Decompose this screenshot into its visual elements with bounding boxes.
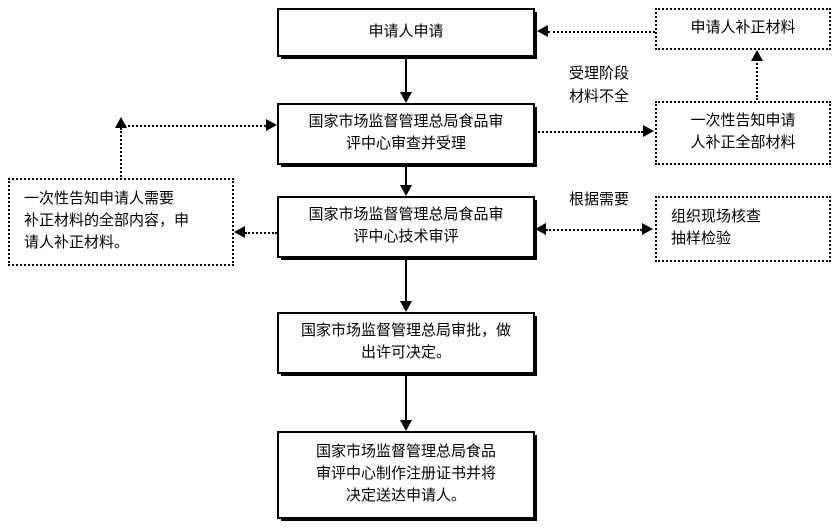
arrowhead-notifydetail-up	[115, 117, 127, 128]
edge-label-incomplete-materials: 受理阶段 材料不全	[568, 66, 629, 105]
arrowhead-supplement-to-apply	[537, 25, 548, 37]
node-one-time-notify-all[interactable]: 一次性告知申请 人补正全部材料	[655, 101, 831, 165]
edge-label-as-needed: 根据需要	[568, 192, 629, 208]
node-one-time-notify-all-label: 一次性告知申请 人补正全部材料	[690, 113, 796, 151]
connector-apply-to-review	[405, 57, 407, 92]
node-applicant-apply-label: 申请人申请	[368, 23, 444, 40]
node-applicant-supplement[interactable]: 申请人补正材料	[655, 8, 831, 50]
connector-review-to-notifyall	[535, 131, 643, 133]
arrowhead-notifydetail-to-review	[266, 119, 277, 131]
node-center-review-accept[interactable]: 国家市场监督管理总局食品审 评中心审查并受理	[277, 103, 535, 165]
arrowhead-apply-to-review	[400, 92, 412, 103]
arrowhead-approval-to-certificate	[400, 420, 412, 431]
node-onsite-inspection-label: 组织现场核查 抽样检验	[671, 209, 762, 247]
node-one-time-notify-detail-label: 一次性告知申请人需要 补正材料的全部内容，申 请人补正材料。	[24, 191, 190, 251]
connector-notifydetail-vertical	[120, 128, 122, 180]
connector-technical-onsite	[546, 229, 642, 231]
node-administration-approval[interactable]: 国家市场监督管理总局审批，做 出许可决定。	[277, 312, 535, 374]
node-administration-approval-label: 国家市场监督管理总局审批，做 出许可决定。	[300, 323, 511, 361]
arrowhead-review-to-technical	[400, 185, 412, 196]
connector-technical-to-notifydetail	[245, 232, 277, 234]
connector-approval-to-certificate	[405, 374, 407, 420]
connector-notifydetail-to-review	[121, 125, 266, 127]
node-issue-certificate-label: 国家市场监督管理总局食品 审评中心制作注册证书并将 决定送达申请人。	[315, 444, 496, 504]
connector-review-to-technical	[405, 165, 407, 185]
node-applicant-supplement-label: 申请人补正材料	[690, 20, 796, 37]
connector-technical-to-approval	[405, 258, 407, 301]
node-center-technical-review-label: 国家市场监督管理总局食品审 评中心技术审评	[308, 207, 504, 245]
connector-notifyall-to-supplement	[756, 52, 758, 100]
node-center-technical-review[interactable]: 国家市场监督管理总局食品审 评中心技术审评	[277, 196, 535, 258]
node-center-review-accept-label: 国家市场监督管理总局食品审 评中心审查并受理	[308, 114, 504, 152]
arrowhead-review-to-notifyall	[643, 125, 654, 137]
arrowhead-technical-to-onsite	[642, 223, 653, 235]
node-applicant-apply[interactable]: 申请人申请	[277, 8, 535, 57]
arrowhead-onsite-to-technical	[535, 223, 546, 235]
connector-supplement-to-apply	[548, 31, 655, 33]
node-one-time-notify-detail[interactable]: 一次性告知申请人需要 补正材料的全部内容，申 请人补正材料。	[8, 178, 234, 266]
node-onsite-inspection[interactable]: 组织现场核查 抽样检验	[655, 196, 831, 262]
arrowhead-technical-to-approval	[400, 301, 412, 312]
node-issue-certificate[interactable]: 国家市场监督管理总局食品 审评中心制作注册证书并将 决定送达申请人。	[277, 431, 535, 519]
arrowhead-notifyall-to-supplement	[751, 50, 763, 61]
arrowhead-technical-to-notifydetail	[234, 226, 245, 238]
